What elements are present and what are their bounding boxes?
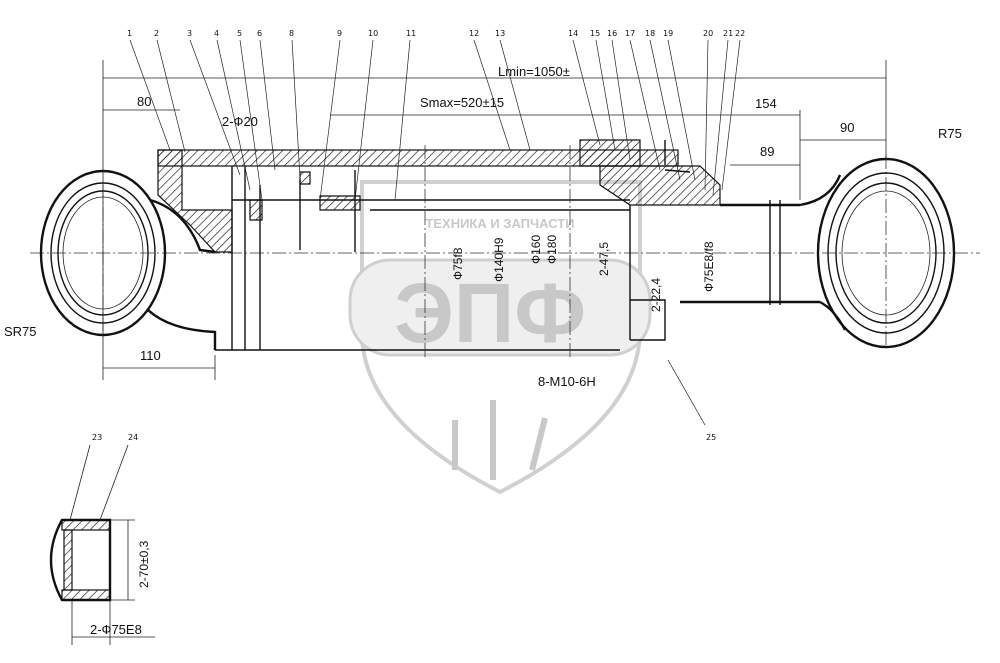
leader-lines xyxy=(129,39,741,426)
dim-holes-20: 2-Ф20 xyxy=(222,114,258,129)
dim-154: 154 xyxy=(755,96,777,111)
part-4: 4 xyxy=(214,29,219,38)
dimension-lines xyxy=(102,60,887,380)
part-20: 20 xyxy=(703,29,713,38)
part-23: 23 xyxy=(92,433,102,442)
bushing-detail-view: 2-70±0,3 2-Ф75E8 xyxy=(49,444,155,645)
watermark: ТЕХНИКА И ЗАПЧАСТИ ЭПФ xyxy=(348,180,652,495)
dim-2-75e8: 2-Ф75E8 xyxy=(90,622,142,637)
part-9: 9 xyxy=(337,29,342,38)
left-eye xyxy=(39,169,217,350)
part-17: 17 xyxy=(625,29,635,38)
part-21: 21 xyxy=(723,29,733,38)
watermark-top-text: ТЕХНИКА И ЗАПЧАСТИ xyxy=(425,216,574,231)
part-6: 6 xyxy=(257,29,262,38)
dim-2-47-5: 2-47,5 xyxy=(597,242,611,276)
part-number-labels: 1 2 3 4 5 6 8 9 10 11 12 13 14 15 16 17 … xyxy=(92,29,745,442)
dim-lmin: Lmin=1050± xyxy=(498,64,570,79)
part-25: 25 xyxy=(706,433,716,442)
part-13: 13 xyxy=(495,29,505,38)
part-8: 8 xyxy=(289,29,294,38)
part-24: 24 xyxy=(128,433,138,442)
dim-90: 90 xyxy=(840,120,854,135)
dim-2-70-03: 2-70±0,3 xyxy=(137,540,151,588)
right-eye xyxy=(799,157,956,349)
cylinder-barrel xyxy=(157,139,820,360)
watermark-shield xyxy=(359,180,642,495)
part-11: 11 xyxy=(406,29,416,38)
dim-thread: 8-M10-6H xyxy=(538,374,596,389)
dim-dia-180: Ф180 xyxy=(545,235,559,264)
part-1: 1 xyxy=(127,29,132,38)
watermark-big-text: ЭПФ xyxy=(394,266,586,360)
part-5: 5 xyxy=(237,29,242,38)
dim-110: 110 xyxy=(140,348,161,363)
part-14: 14 xyxy=(568,29,578,38)
dim-dia-75f8: Ф75f8 xyxy=(451,247,465,280)
dim-89: 89 xyxy=(760,144,774,159)
part-3: 3 xyxy=(187,29,192,38)
dim-80: 80 xyxy=(137,94,151,109)
dim-r75: R75 xyxy=(938,126,962,141)
part-22: 22 xyxy=(735,29,745,38)
dim-dia-140h9: Ф140H9 xyxy=(492,237,506,282)
part-19: 19 xyxy=(663,29,673,38)
watermark-wheat-icon xyxy=(452,400,548,480)
dim-sr75: SR75 xyxy=(4,324,37,339)
part-10: 10 xyxy=(368,29,378,38)
dim-2-22-4: 2-22,4 xyxy=(649,278,663,312)
part-2: 2 xyxy=(154,29,159,38)
part-15: 15 xyxy=(590,29,600,38)
part-16: 16 xyxy=(607,29,617,38)
part-12: 12 xyxy=(469,29,479,38)
dimension-texts: Lmin=1050± Smax=520±15 80 2-Ф20 154 90 8… xyxy=(4,64,962,389)
dim-smax: Smax=520±15 xyxy=(420,95,504,110)
part-18: 18 xyxy=(645,29,655,38)
dim-dia-160: Ф160 xyxy=(529,235,543,264)
dim-dia-75e8f8: Ф75E8/f8 xyxy=(702,241,716,292)
